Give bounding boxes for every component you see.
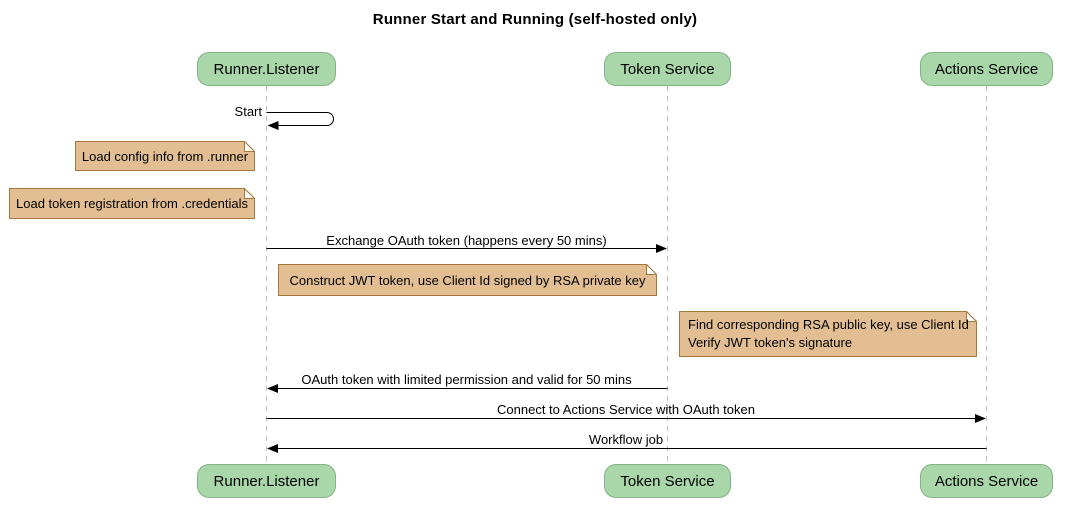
participant-actions-service-top: Actions Service bbox=[920, 52, 1053, 86]
message-workflow-job-label: Workflow job bbox=[588, 432, 664, 447]
note-fold-icon bbox=[646, 264, 657, 275]
participant-token-service-top: Token Service bbox=[604, 52, 731, 86]
note-shape bbox=[679, 311, 977, 357]
message-start-label: Start bbox=[234, 104, 262, 119]
note-text: Load token registration from .credential… bbox=[16, 196, 248, 211]
participant-label: Runner.Listener bbox=[213, 60, 320, 78]
participant-label: Token Service bbox=[620, 60, 715, 78]
note-fold-icon bbox=[244, 188, 255, 199]
participant-runner-listener-top: Runner.Listener bbox=[197, 52, 336, 86]
note-shape bbox=[9, 188, 255, 219]
note-shape bbox=[75, 141, 255, 171]
participant-actions-service-bottom: Actions Service bbox=[920, 464, 1053, 498]
note-text: Find corresponding RSA public key, use C… bbox=[679, 311, 977, 357]
diagram-title: Runner Start and Running (self-hosted on… bbox=[372, 11, 698, 28]
message-connect-label: Connect to Actions Service with OAuth to… bbox=[497, 402, 755, 417]
participant-label: Runner.Listener bbox=[213, 472, 320, 490]
note-verify-jwt: Find corresponding RSA public key, use C… bbox=[679, 311, 977, 357]
note-fold-icon bbox=[966, 311, 977, 322]
participant-label: Token Service bbox=[620, 472, 715, 490]
note-load-config: Load config info from .runner bbox=[75, 141, 255, 171]
note-fold-icon bbox=[244, 141, 255, 152]
note-line: Verify JWT token's signature bbox=[688, 335, 853, 350]
participant-label: Actions Service bbox=[934, 472, 1039, 490]
note-load-credentials: Load token registration from .credential… bbox=[9, 188, 255, 219]
message-exchange-oauth-label: Exchange OAuth token (happens every 50 m… bbox=[326, 233, 607, 248]
note-text: Load config info from .runner bbox=[81, 148, 249, 164]
participant-token-service-bottom: Token Service bbox=[604, 464, 731, 498]
self-message-start-line bbox=[266, 112, 335, 126]
note-construct-jwt: Construct JWT token, use Client Id signe… bbox=[278, 264, 657, 296]
self-message-start-arrowhead bbox=[267, 121, 279, 130]
message-oauth-return-label: OAuth token with limited permission and … bbox=[301, 372, 632, 387]
participant-runner-listener-bottom: Runner.Listener bbox=[197, 464, 336, 498]
participant-label: Actions Service bbox=[934, 60, 1039, 78]
note-line: Find corresponding RSA public key, use C… bbox=[688, 317, 969, 332]
note-shape bbox=[278, 264, 657, 296]
note-text: Construct JWT token, use Client Id signe… bbox=[289, 272, 646, 288]
